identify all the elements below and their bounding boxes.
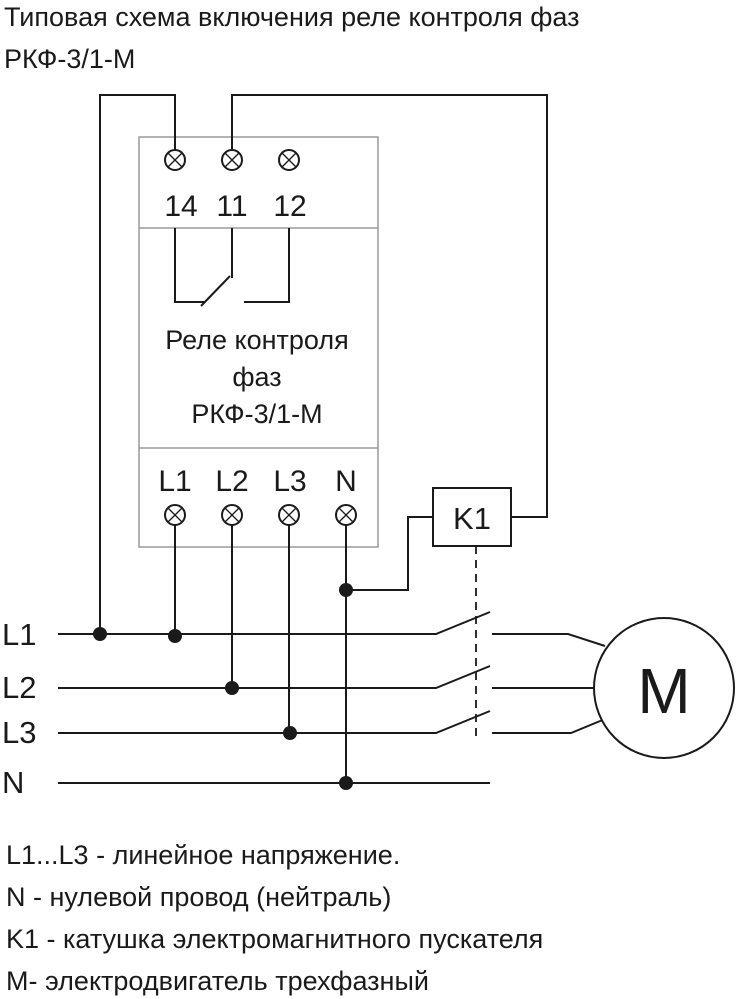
legend: L1...L3 - линейное напряжение. N - нулев… (6, 840, 543, 996)
relay-contact-symbol (174, 228, 290, 307)
coil-k1 (432, 487, 512, 547)
junction-dot (93, 627, 107, 641)
terminal-12-icon (278, 149, 300, 171)
diagram-title-line1: Типовая схема включения реле контроля фа… (4, 2, 580, 32)
relay-housing (138, 136, 379, 548)
terminal-label-l1: L1 (158, 465, 191, 498)
relay-label-line1: Реле контроля (165, 325, 348, 355)
terminal-l1-icon (164, 504, 186, 526)
motor-lead-l3 (492, 718, 606, 734)
terminal-l3-icon (278, 504, 300, 526)
junction-dot (168, 629, 182, 643)
bus-l1 (58, 611, 491, 635)
terminal-14-icon (164, 149, 186, 171)
relay-label-line3: РКФ-3/1-М (191, 399, 322, 429)
legend-item: N - нулевой провод (нейтраль) (6, 882, 391, 912)
legend-item: M- электродвигатель трехфазный (6, 966, 429, 996)
junction-dot (283, 726, 297, 740)
relay-module: 14 11 12 Реле контроля фаз РКФ-3/1-М L1 … (138, 136, 379, 548)
junction-dot (339, 776, 353, 790)
bus-l3 (58, 710, 491, 734)
junction-dot (225, 681, 239, 695)
terminal-label-11: 11 (216, 190, 247, 223)
junction-dot (339, 583, 353, 597)
line-label-n: N (2, 765, 24, 800)
wiring: K1 M (58, 94, 735, 790)
line-label-l3: L3 (2, 715, 36, 750)
terminal-11-icon (221, 149, 243, 171)
diagram-title-line2: РКФ-3/1-М (4, 44, 135, 74)
terminal-label-12: 12 (273, 190, 306, 223)
terminal-label-l3: L3 (273, 465, 306, 498)
wire-14-to-l1 (99, 94, 176, 634)
wire-n-to-coil (346, 516, 433, 591)
terminal-l2-icon (221, 504, 243, 526)
coil-label: K1 (453, 501, 491, 536)
wire-11-to-coil (231, 94, 548, 518)
legend-item: L1...L3 - линейное напряжение. (6, 840, 400, 870)
bus-l2 (58, 665, 491, 689)
terminal-label-n: N (335, 465, 357, 498)
line-label-l1: L1 (2, 617, 36, 652)
relay-label-line2: фаз (232, 362, 281, 392)
terminal-label-l2: L2 (215, 465, 248, 498)
line-label-l2: L2 (2, 670, 36, 705)
terminal-n-icon (335, 504, 357, 526)
motor-lead-l1 (492, 633, 606, 647)
terminal-label-14: 14 (164, 190, 197, 223)
motor-label: M (637, 655, 690, 727)
legend-item: K1 - катушка электромагнитного пускателя (6, 924, 543, 954)
motor-symbol (593, 617, 735, 759)
